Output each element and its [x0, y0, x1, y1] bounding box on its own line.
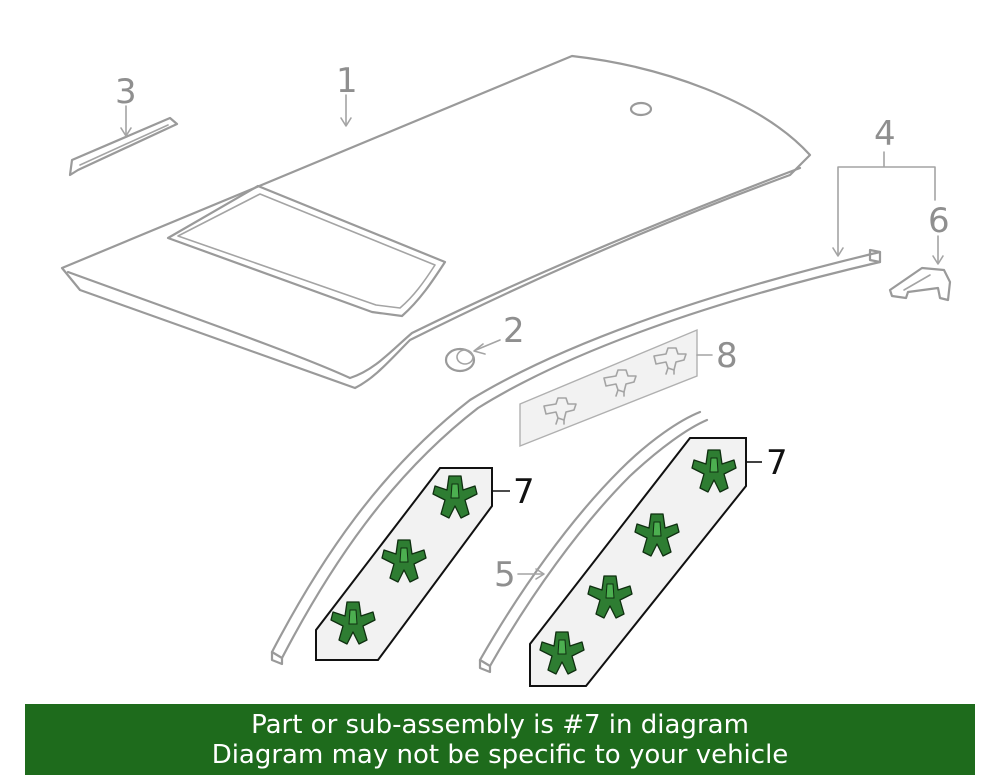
roof-panel — [60, 54, 812, 390]
callout-clip-set: 8 — [716, 336, 738, 376]
part-info-banner: Part or sub-assembly is #7 in diagram Di… — [25, 704, 975, 775]
callout-end-cap: 6 — [928, 201, 950, 241]
molding-end-cap — [888, 266, 952, 302]
plug — [444, 347, 476, 373]
callout-bracket: 3 — [115, 72, 137, 112]
callout-front-molding: 5 — [494, 555, 516, 595]
callout-clip-right: 7 — [766, 443, 788, 483]
callout-molding-group: 4 — [874, 114, 896, 154]
clip-group-left — [315, 467, 493, 661]
banner-line-1: Part or sub-assembly is #7 in diagram — [251, 709, 749, 740]
roof-side-molding — [270, 248, 882, 666]
callout-plug: 2 — [503, 311, 525, 351]
callout-roof-panel: 1 — [336, 61, 358, 101]
roof-bracket — [68, 116, 179, 177]
roof-parts-diagram: 1 3 4 6 2 8 7 7 5 — [60, 54, 952, 687]
clip-set-8 — [519, 328, 698, 448]
clip-group-right — [529, 437, 747, 687]
banner-line-2: Diagram may not be specific to your vehi… — [211, 739, 789, 770]
callout-clip-left: 7 — [513, 472, 535, 512]
front-molding — [478, 410, 709, 674]
leader-lines — [120, 94, 944, 580]
